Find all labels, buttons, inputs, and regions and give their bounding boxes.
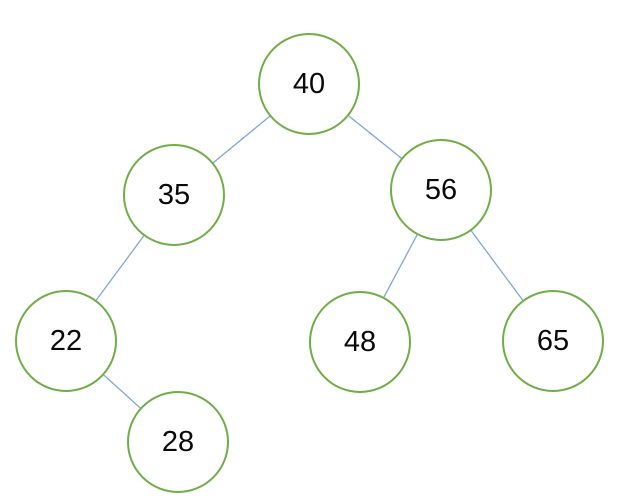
- tree-node-48: 48: [309, 291, 411, 393]
- node-value-65: 65: [536, 324, 570, 357]
- tree-node-28: 28: [127, 391, 229, 493]
- node-value-28: 28: [161, 425, 195, 458]
- tree-node-56: 56: [390, 139, 492, 241]
- tree-node-35: 35: [123, 144, 225, 246]
- node-value-22: 22: [49, 324, 83, 357]
- node-value-40: 40: [292, 67, 326, 100]
- tree-node-22: 22: [15, 290, 117, 392]
- node-value-56: 56: [424, 173, 458, 206]
- tree-node-65: 65: [502, 290, 604, 392]
- node-value-35: 35: [157, 178, 191, 211]
- tree-node-40: 40: [258, 33, 360, 135]
- node-value-48: 48: [343, 325, 377, 358]
